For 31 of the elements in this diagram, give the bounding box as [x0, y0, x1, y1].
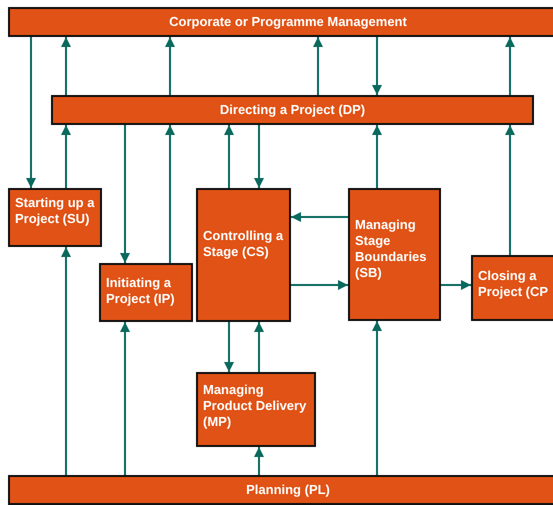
arrow: [61, 125, 71, 188]
arrow: [291, 212, 348, 222]
arrow: [441, 280, 471, 290]
arrow: [372, 125, 382, 188]
arrow: [120, 125, 130, 263]
process-box: Controlling a Stage (CS): [196, 188, 291, 322]
arrow: [291, 280, 348, 290]
process-band: Planning (PL): [8, 475, 553, 505]
arrow: [505, 125, 515, 255]
arrow: [120, 322, 130, 475]
arrow: [165, 125, 175, 263]
arrow: [313, 37, 323, 95]
arrow: [224, 322, 234, 372]
process-box: Managing Product Delivery (MP): [196, 372, 316, 447]
process-box: Closing a Project (CP: [471, 255, 553, 321]
arrow: [505, 37, 515, 95]
process-band: Directing a Project (DP): [51, 95, 534, 125]
arrow: [254, 322, 264, 372]
arrow: [224, 125, 234, 188]
arrow: [372, 321, 382, 475]
process-box: Starting up a Project (SU): [8, 188, 102, 247]
arrow: [26, 37, 36, 188]
arrow: [254, 125, 264, 188]
process-band: Corporate or Programme Management: [8, 7, 553, 37]
arrow: [61, 37, 71, 95]
arrow: [254, 447, 264, 475]
arrow: [165, 37, 175, 95]
arrow: [61, 247, 71, 475]
process-box: Managing Stage Boundaries (SB): [348, 188, 441, 321]
arrow: [372, 37, 382, 95]
process-box: Initiating a Project (IP): [99, 263, 193, 322]
